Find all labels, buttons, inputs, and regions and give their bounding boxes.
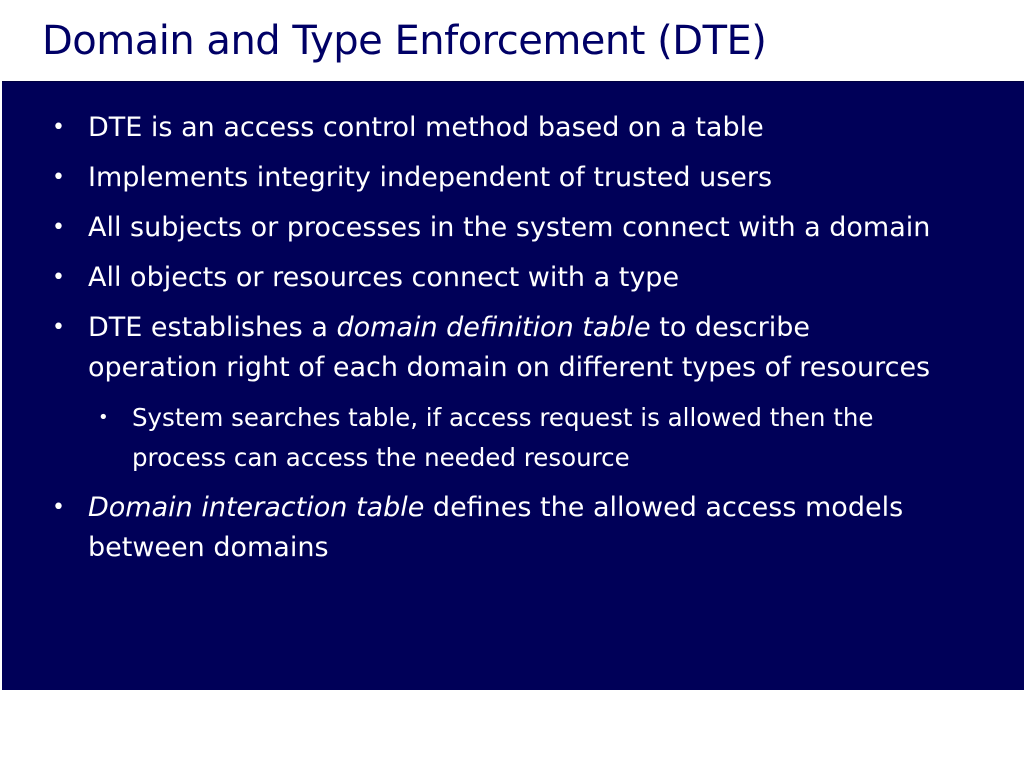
bullet-item: • Implements integrity independent of tr…	[52, 158, 932, 198]
bullet-item: • All subjects or processes in the syste…	[52, 208, 932, 248]
sub-bullet-icon: •	[98, 407, 109, 428]
content-panel	[2, 81, 1024, 690]
bullet-icon: •	[52, 265, 65, 290]
bullet-text-pre: DTE establishes a	[88, 312, 337, 343]
bullet-icon: •	[52, 495, 65, 520]
bullet-icon: •	[52, 315, 65, 340]
bullet-text-post: to describe operation right of each doma…	[88, 312, 931, 383]
bullet-text: Implements integrity independent of trus…	[88, 162, 773, 193]
sub-bullet-text: System searches table, if access request…	[132, 403, 874, 472]
bullet-icon: •	[52, 115, 65, 140]
bullet-text: Domain interaction table defines the all…	[88, 492, 903, 563]
bullet-text-emphasis: Domain interaction table	[88, 492, 425, 523]
bullet-item: • Domain interaction table defines the a…	[52, 488, 932, 568]
bullet-item: • DTE establishes a domain definition ta…	[52, 308, 932, 388]
bullet-icon: •	[52, 215, 65, 240]
bullet-list: • DTE is an access control method based …	[52, 108, 932, 578]
bullet-text: DTE establishes a domain definition tabl…	[88, 312, 930, 383]
bullet-item: • DTE is an access control method based …	[52, 108, 932, 148]
bullet-text-post: defines the allowed access models betwee…	[88, 492, 904, 563]
bullet-text: DTE is an access control method based on…	[88, 112, 764, 143]
bullet-item: • All objects or resources connect with …	[52, 258, 932, 298]
bullet-icon: •	[52, 165, 65, 190]
slide-title: Domain and Type Enforcement (DTE)	[42, 18, 767, 64]
bullet-text: All objects or resources connect with a …	[88, 262, 680, 293]
bullet-text: All subjects or processes in the system …	[88, 212, 931, 243]
bullet-text-emphasis: domain definition table	[336, 312, 651, 343]
sub-bullet-item: • System searches table, if access reque…	[52, 398, 932, 478]
